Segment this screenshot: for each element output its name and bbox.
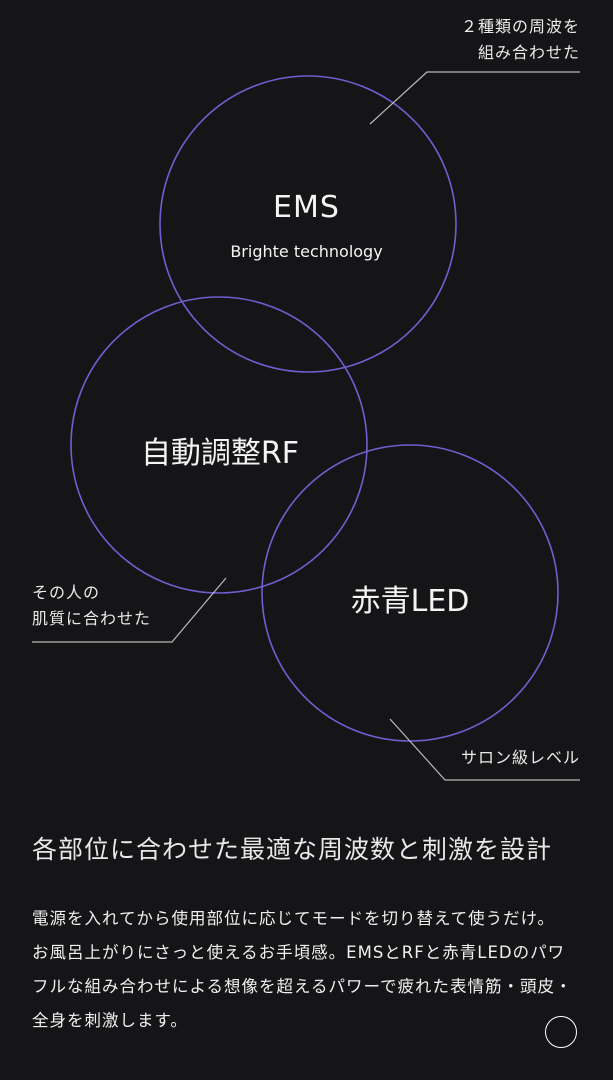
rf-title: 自動調整RF — [140, 436, 300, 471]
callout-line-bottom — [389, 718, 580, 781]
ems-title: EMS — [273, 190, 340, 225]
callout-left-line2: 肌質に合わせた — [32, 609, 152, 628]
callout-top-right: ２種類の周波を 組み合わせた — [380, 14, 580, 66]
callout-bottom-line1: サロン級レベル — [460, 748, 580, 767]
callout-line-left — [32, 577, 227, 643]
venn-diagram — [32, 71, 580, 781]
description: 電源を入れてから使用部位に応じてモードを切り替えて使うだけ。 お風呂上がりにさっ… — [32, 902, 582, 1038]
callout-top-line1: ２種類の周波を — [460, 17, 580, 36]
callout-bottom-right: サロン級レベル — [380, 745, 580, 771]
rf-circle — [70, 296, 368, 594]
description-paragraph-2: お風呂上がりにさっと使えるお手頃感。EMSとRFと赤青LEDのパワフルな組み合わ… — [32, 943, 573, 1030]
description-paragraph-1: 電源を入れてから使用部位に応じてモードを切り替えて使うだけ。 — [32, 909, 555, 928]
callout-left-line1: その人の — [32, 583, 101, 602]
callout-line-top — [369, 71, 580, 125]
ems-circle — [159, 75, 457, 373]
ems-subtitle: Brighte technology — [230, 242, 383, 261]
circle-outline-icon[interactable] — [545, 1016, 577, 1048]
section-headline: 各部位に合わせた最適な周波数と刺激を設計 — [32, 835, 553, 864]
callout-top-line2: 組み合わせた — [477, 43, 580, 62]
callout-middle-left: その人の 肌質に合わせた — [32, 580, 232, 632]
led-title: 赤青LED — [350, 584, 470, 619]
